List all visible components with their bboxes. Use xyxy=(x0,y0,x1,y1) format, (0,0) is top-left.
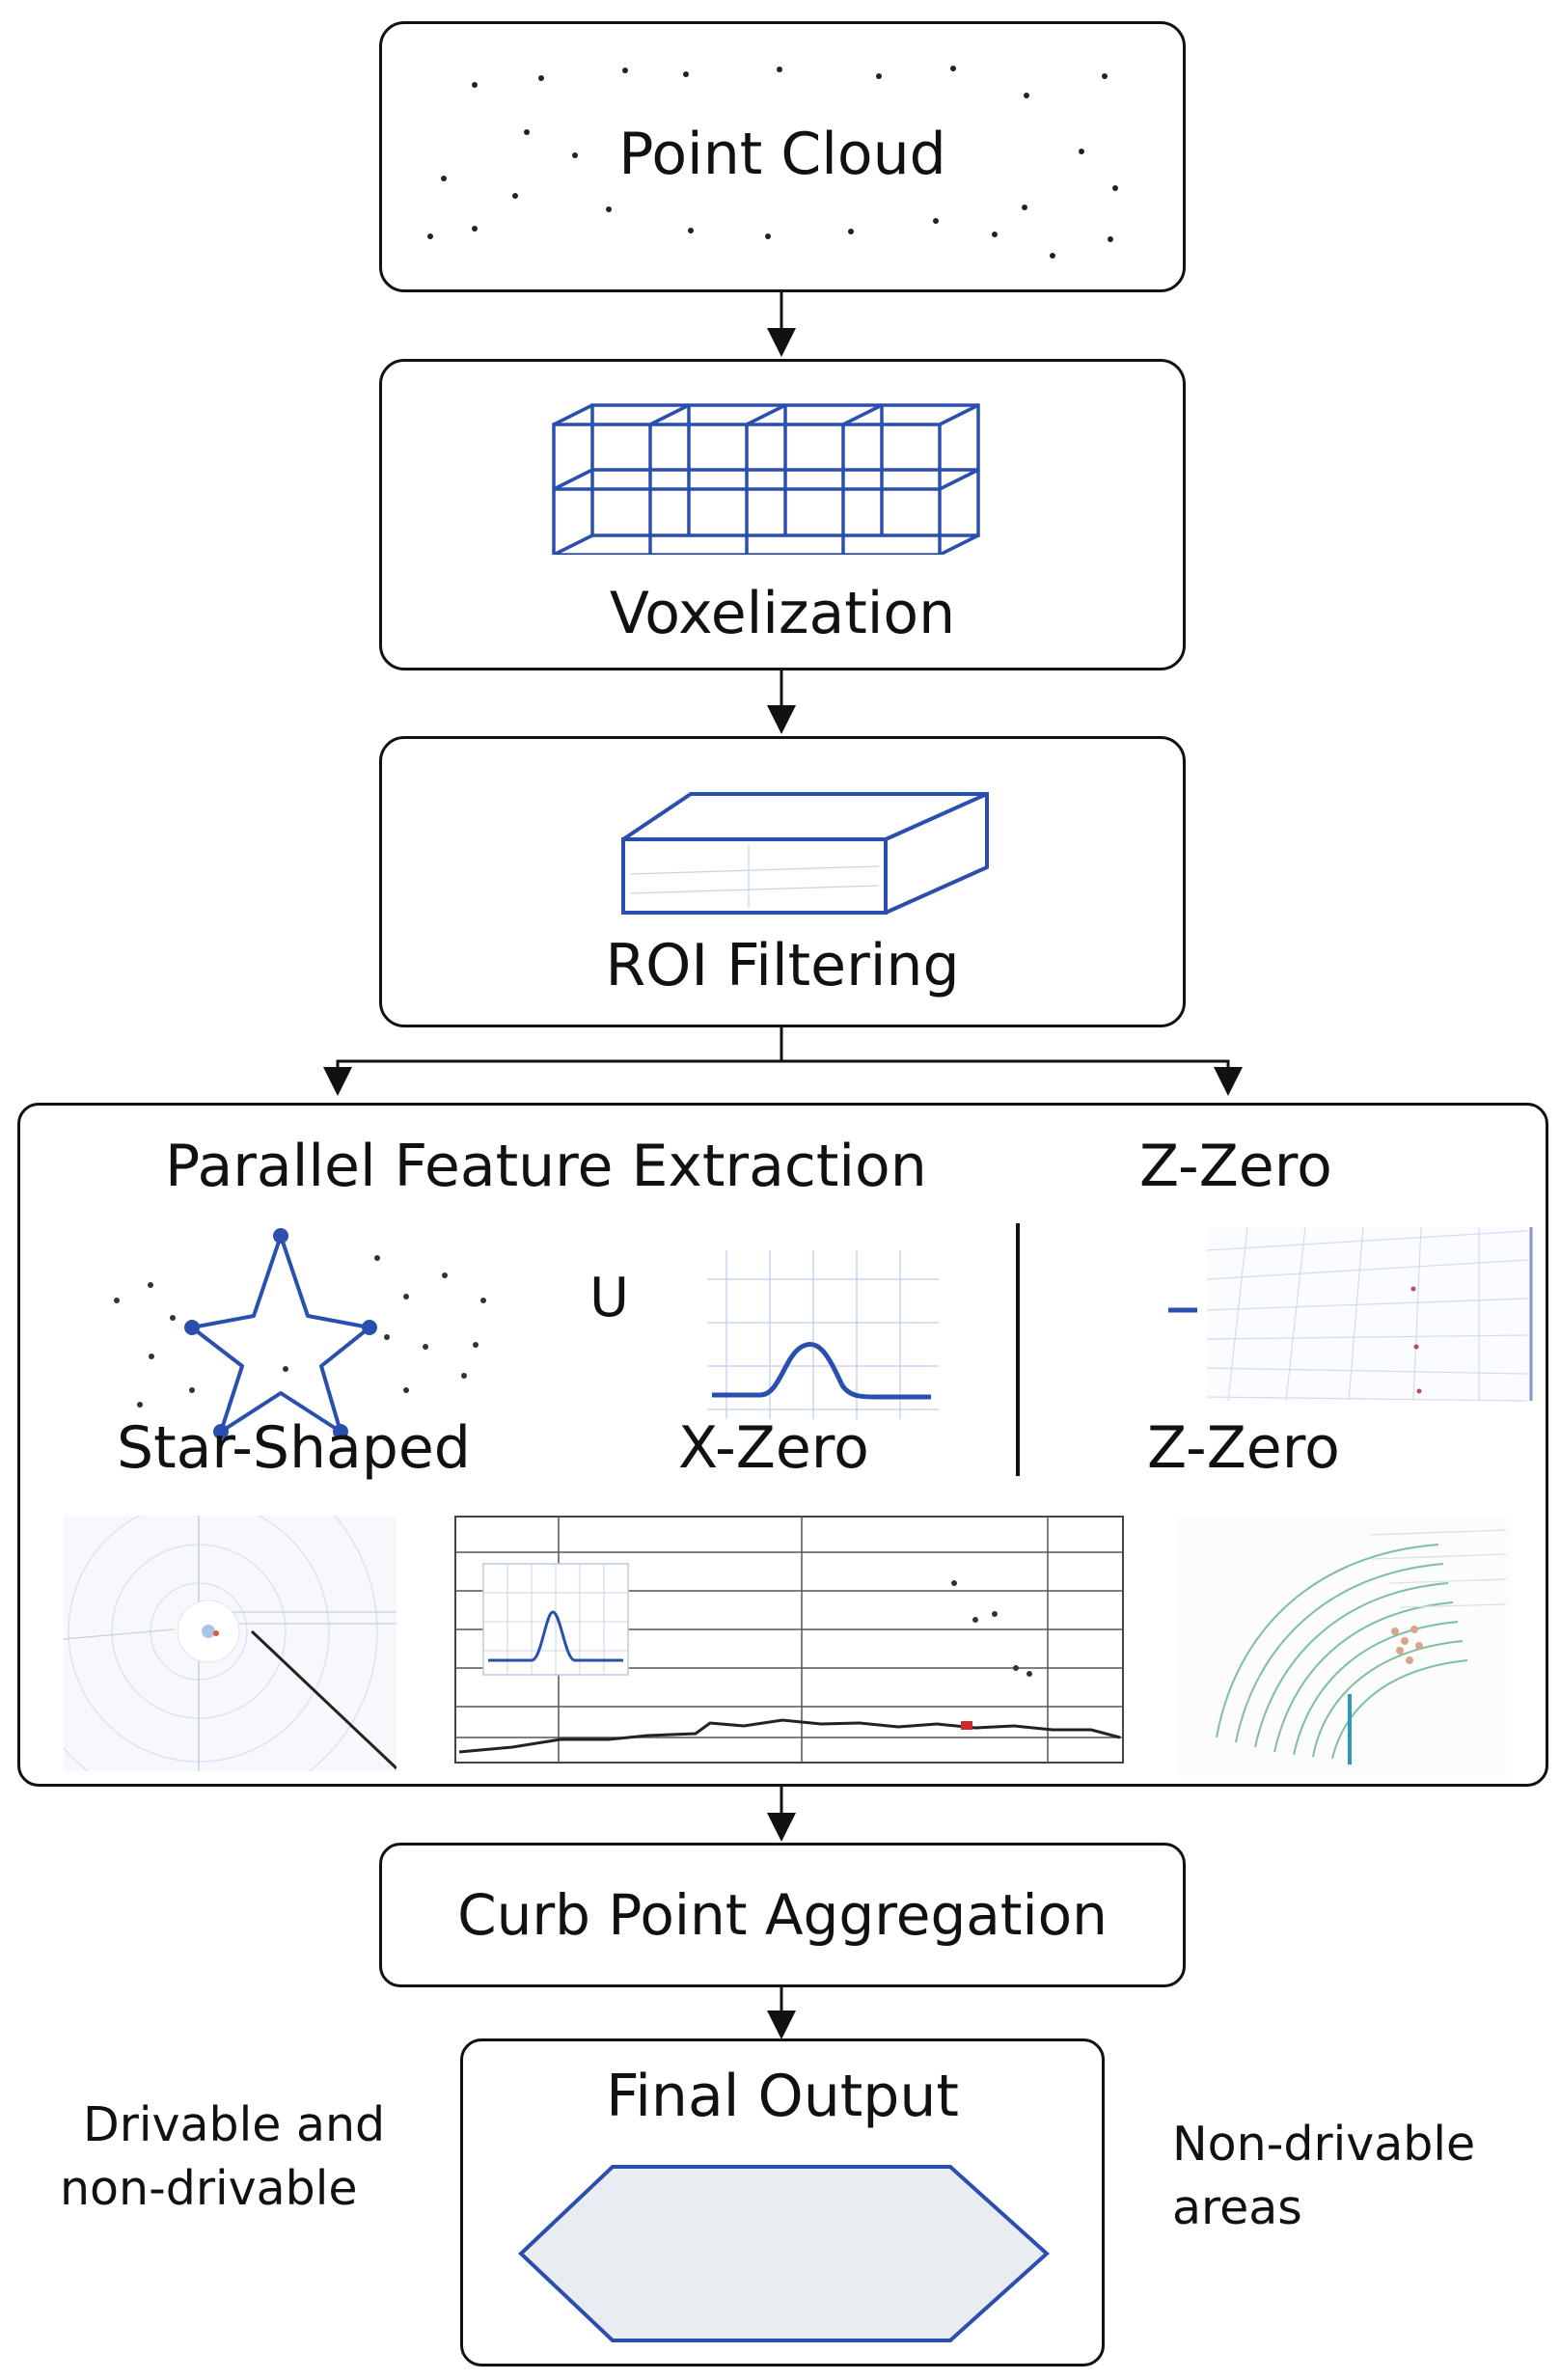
z-zero-scan-thumbnail xyxy=(1178,1516,1511,1776)
roi-filtering-box: ROI Filtering xyxy=(379,736,1186,1027)
drivable-note: Drivable and non-drivable xyxy=(60,2093,385,2221)
drivable-note-line1: Drivable and xyxy=(83,2097,386,2152)
union-symbol: U xyxy=(589,1267,629,1329)
non-drivable-note-line2: areas xyxy=(1172,2180,1302,2235)
final-output-label: Final Output xyxy=(606,2063,959,2130)
voxelization-box: Voxelization xyxy=(379,359,1186,670)
drivable-note-line2: non-drivable xyxy=(60,2161,358,2216)
z-zero-grid-thumbnail xyxy=(1168,1226,1535,1402)
parallel-extraction-panel: Parallel Feature Extraction Z-Zero U xyxy=(17,1103,1548,1787)
non-drivable-note-line1: Non-drivable xyxy=(1172,2117,1476,2172)
star-shaped-scan-thumbnail xyxy=(64,1516,397,1771)
x-zero-label: X-Zero xyxy=(678,1414,869,1482)
parallel-extraction-title: Parallel Feature Extraction xyxy=(165,1133,927,1200)
hexagon-output-icon xyxy=(518,2165,1050,2342)
star-shaped-icon xyxy=(114,1228,486,1439)
curb-aggregation-label: Curb Point Aggregation xyxy=(457,1882,1108,1948)
panel-divider xyxy=(1016,1223,1020,1476)
point-cloud-dots xyxy=(427,66,1118,259)
z-zero-header: Z-Zero xyxy=(1139,1133,1332,1200)
final-output-box: Final Output xyxy=(460,2038,1105,2366)
non-drivable-note: Non-drivable areas xyxy=(1172,2113,1475,2240)
point-cloud-label: Point Cloud xyxy=(618,121,946,188)
arrow-roi-split xyxy=(323,1027,783,1096)
x-zero-plot-icon xyxy=(707,1250,939,1419)
point-cloud-box: Point Cloud xyxy=(379,21,1186,292)
curb-aggregation-box: Curb Point Aggregation xyxy=(379,1843,1186,1987)
roi-filtering-label: ROI Filtering xyxy=(605,932,960,999)
z-zero-label: Z-Zero xyxy=(1147,1414,1340,1482)
roi-box-icon xyxy=(621,792,989,915)
voxel-grid-icon xyxy=(552,403,980,555)
star-shaped-label: Star-Shaped xyxy=(117,1414,471,1482)
x-zero-profile-thumbnail xyxy=(454,1516,1124,1764)
voxelization-label: Voxelization xyxy=(609,580,956,647)
